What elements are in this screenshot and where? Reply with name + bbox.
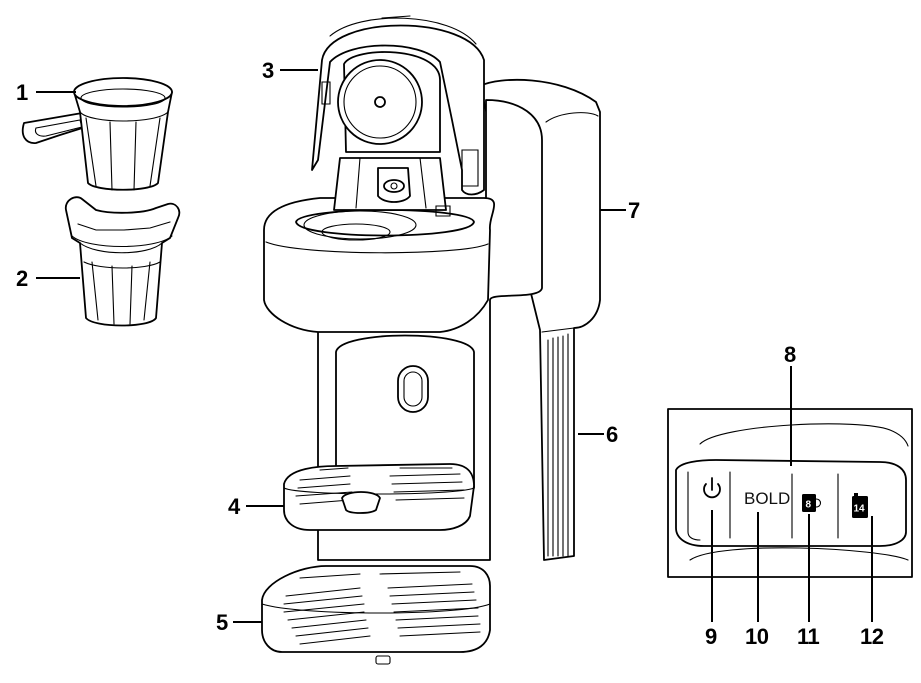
callout-10: 10 xyxy=(745,624,769,649)
travel-mug-icon: 14 xyxy=(852,493,868,518)
power-button[interactable] xyxy=(703,477,721,499)
travel-mug-button[interactable]: 14 xyxy=(852,493,868,518)
small-cup-icon: 8 xyxy=(802,494,822,512)
small-cup-size: 8 xyxy=(806,500,812,511)
water-reservoir-ribs xyxy=(547,333,569,557)
callout-6: 6 xyxy=(606,422,618,447)
leader-lines xyxy=(36,69,873,623)
callout-4: 4 xyxy=(228,494,241,519)
pod-holder-illustration xyxy=(21,77,173,191)
coffee-maker-illustration xyxy=(261,15,601,665)
callout-2: 2 xyxy=(16,266,28,291)
callout-labels: 1 2 3 4 5 6 7 8 9 10 11 12 xyxy=(16,58,884,649)
travel-mug-size: 14 xyxy=(854,504,866,515)
callout-1: 1 xyxy=(16,80,28,105)
power-icon xyxy=(703,483,721,499)
callout-8: 8 xyxy=(784,342,796,367)
callout-9: 9 xyxy=(705,624,717,649)
bold-button-label[interactable]: BOLD xyxy=(744,489,790,508)
ground-coffee-basket-illustration xyxy=(64,196,181,327)
callout-7: 7 xyxy=(628,198,640,223)
cup-stand-tray xyxy=(283,463,475,531)
callout-11: 11 xyxy=(797,624,820,649)
callout-12: 12 xyxy=(860,624,884,649)
callout-3: 3 xyxy=(262,58,274,83)
drip-tray xyxy=(261,565,491,665)
small-cup-button[interactable]: 8 xyxy=(802,494,822,512)
callout-5: 5 xyxy=(216,610,228,635)
